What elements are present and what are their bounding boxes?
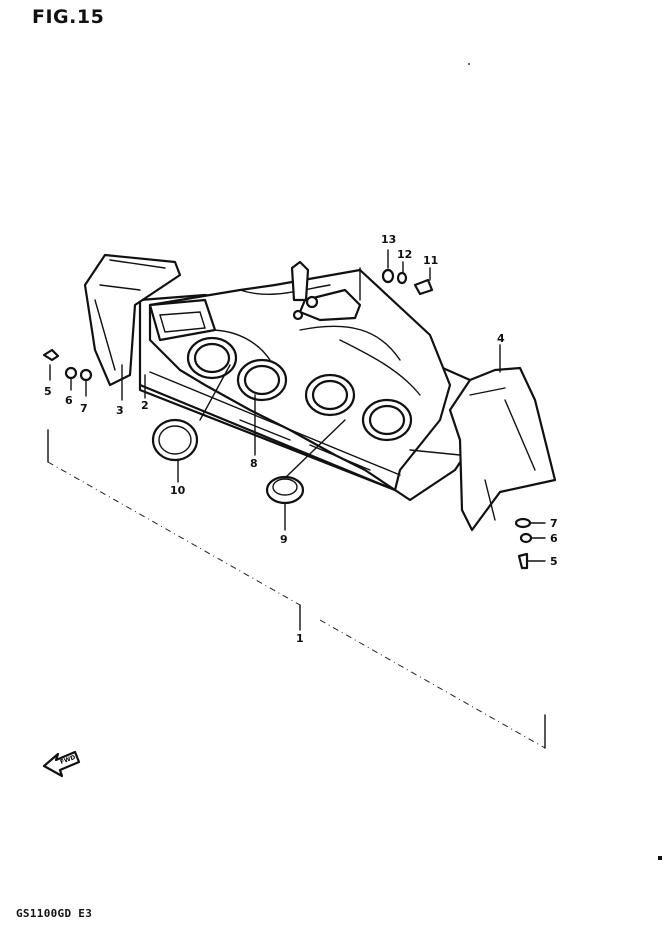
intake-outlet-4 <box>361 398 413 442</box>
callout-5-right: 5 <box>550 555 558 568</box>
callout-10: 10 <box>170 484 186 497</box>
model-code: GS1100GD E3 <box>16 907 93 920</box>
leader-lines <box>49 249 546 562</box>
right-hardware <box>514 517 533 570</box>
callout-11: 11 <box>423 254 438 267</box>
seal-ring-part <box>265 475 305 505</box>
callout-8: 8 <box>250 457 258 470</box>
assembly-bracket <box>47 429 546 749</box>
callout-4: 4 <box>497 332 505 345</box>
callout-13: 13 <box>381 233 396 246</box>
air-box-housing <box>138 260 477 502</box>
callout-12: 12 <box>397 248 412 261</box>
intake-outlet-3 <box>304 373 356 417</box>
left-side-cover <box>83 253 182 387</box>
right-side-cover <box>448 366 557 532</box>
callout-5-left: 5 <box>44 385 52 398</box>
callout-7-left: 7 <box>80 402 88 415</box>
figure-title: FIG.15 <box>32 6 105 28</box>
clamp-part <box>151 418 199 462</box>
callout-7-right: 7 <box>550 517 558 530</box>
callout-6-right: 6 <box>550 532 558 545</box>
callout-2: 2 <box>141 399 149 412</box>
callout-9: 9 <box>280 533 288 546</box>
intake-outlet-1 <box>186 336 238 380</box>
fwd-arrow-icon: FWD <box>42 750 81 778</box>
left-hardware <box>42 348 93 382</box>
intake-outlet-2 <box>236 358 288 402</box>
top-hardware <box>381 268 434 296</box>
callout-1: 1 <box>296 632 304 645</box>
svg-text:FWD: FWD <box>59 754 76 766</box>
callout-3: 3 <box>116 404 124 417</box>
callout-6-left: 6 <box>65 394 73 407</box>
